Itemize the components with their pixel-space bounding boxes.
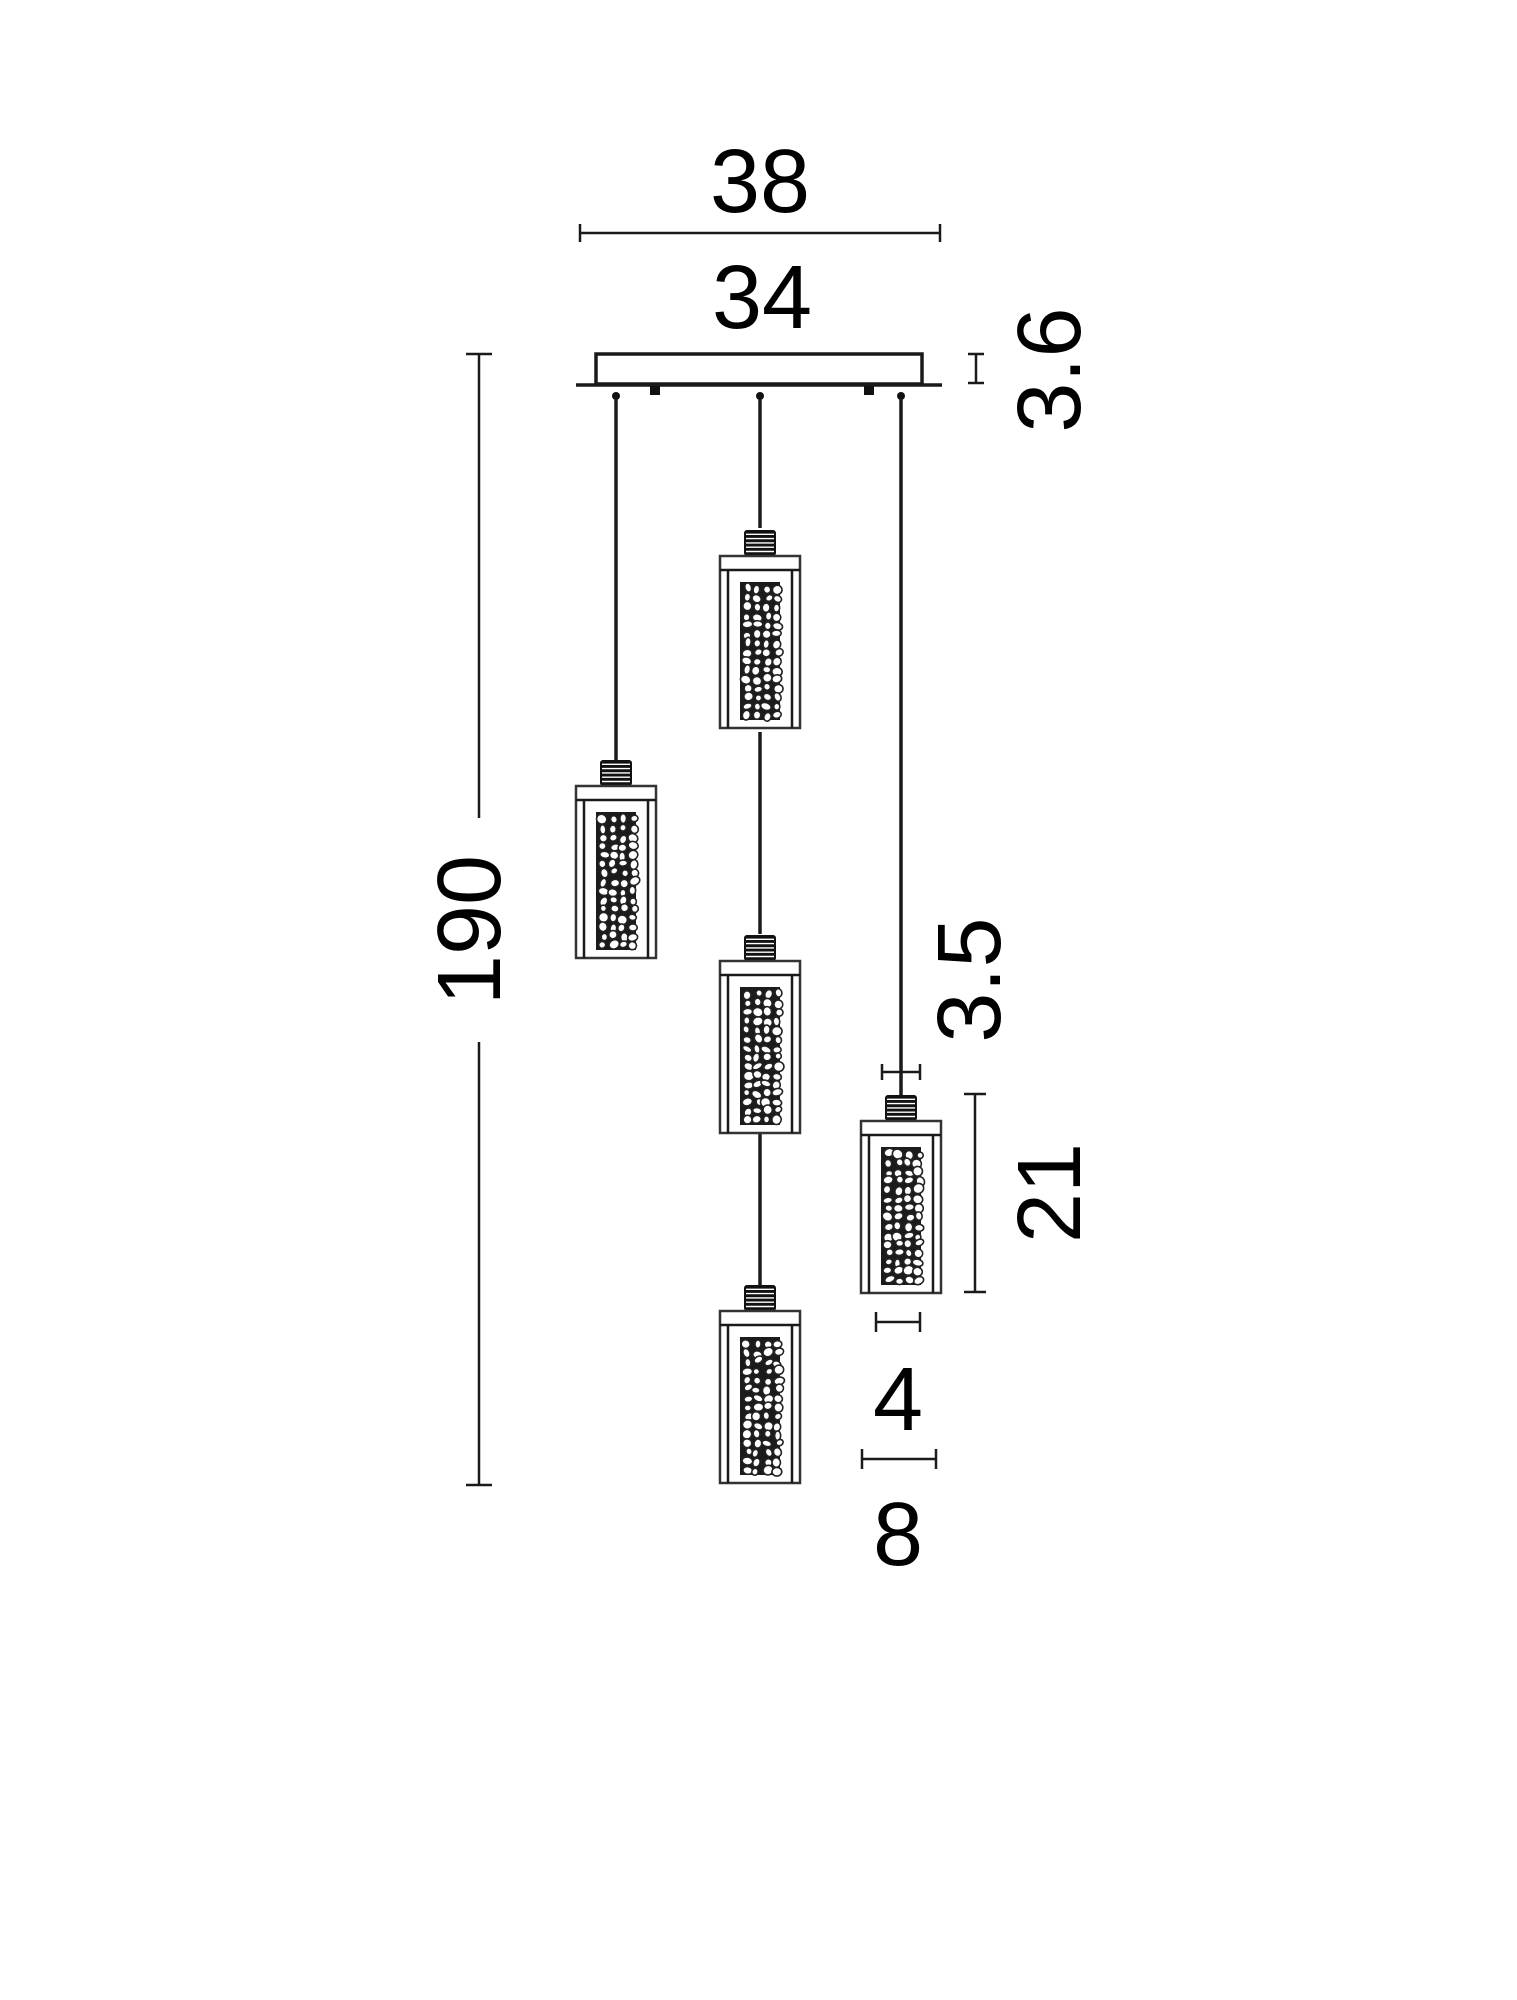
dim-label-4: 4 xyxy=(873,1350,923,1450)
pendant-shade xyxy=(718,935,802,1135)
pendant-shade xyxy=(859,1095,943,1295)
dim-shade-gap: 4 xyxy=(873,1312,923,1450)
pendant-shades xyxy=(574,530,943,1485)
pendant-shade xyxy=(718,530,802,730)
dim-label-38: 38 xyxy=(710,132,810,232)
dim-shade-width: 8 xyxy=(860,1449,938,1585)
dim-label-8: 8 xyxy=(873,1485,923,1585)
dim-total-height: 190 xyxy=(420,352,520,1487)
dim-label-3-5: 3.5 xyxy=(920,917,1020,1042)
dim-socket-height: 3.5 xyxy=(880,917,1020,1080)
ceiling-canopy xyxy=(576,352,942,400)
dim-shade-height: 21 xyxy=(964,1092,1100,1294)
suspension-cables xyxy=(614,398,903,1285)
dim-canopy-height: 3.6 xyxy=(968,307,1100,433)
dim-canopy-width: 38 xyxy=(578,132,942,242)
pendant-shade xyxy=(718,1285,802,1485)
dim-label-190: 190 xyxy=(420,855,520,1005)
dim-label-3-6: 3.6 xyxy=(1000,307,1100,432)
pendant-shade xyxy=(574,760,658,960)
dim-label-21: 21 xyxy=(1000,1143,1100,1243)
dim-label-34: 34 xyxy=(712,248,812,348)
